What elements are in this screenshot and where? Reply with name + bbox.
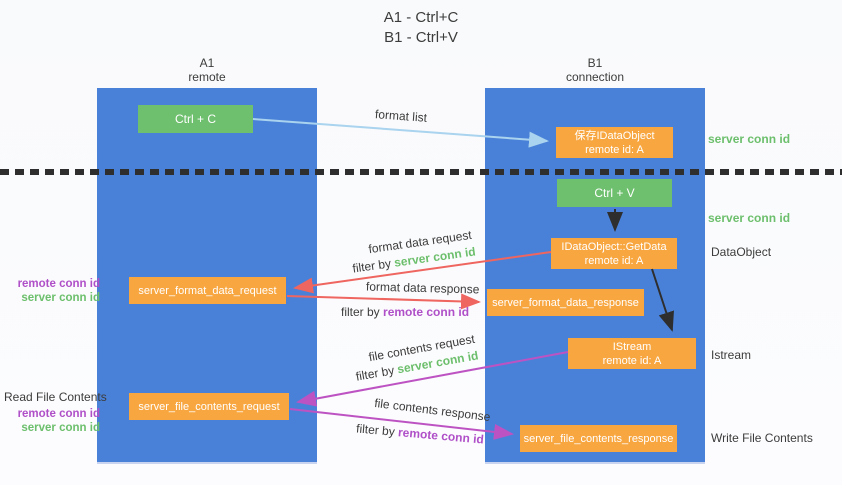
lane-header-a1: A1 remote	[97, 56, 317, 84]
dataobject-annotation: DataObject	[711, 245, 772, 259]
filter-by-text: filter by	[355, 421, 396, 439]
write-file-contents-annotation: Write File Contents	[711, 431, 813, 445]
getdata-line2: remote id: A	[584, 254, 644, 267]
title-line-2: B1 - Ctrl+V	[384, 29, 458, 46]
filter-by-text: filter by	[354, 363, 396, 384]
format-data-response-filter-label: filter by remote conn id	[341, 305, 469, 319]
server-format-data-response-box: server_format_data_response	[487, 289, 644, 316]
remote-conn-id-annotation: remote conn id	[17, 408, 100, 420]
ctrl-c-label: Ctrl + C	[174, 112, 216, 126]
save-dataobject-line1: 保存IDataObject	[574, 129, 655, 142]
server-file-contents-response-box: server_file_contents_response	[520, 425, 677, 452]
server-file-contents-request-label: server_file_contents_request	[138, 400, 280, 413]
title-line-1: A1 - Ctrl+C	[383, 9, 459, 26]
istream-annotation: Istream	[711, 348, 752, 362]
filter-by-text: filter by	[341, 305, 380, 319]
format-data-response-label: format data response	[365, 279, 480, 297]
remote-conn-id-annotation: remote conn id	[17, 278, 100, 290]
server-conn-id-annotation-mid: server conn id	[708, 211, 791, 225]
server-file-contents-response-label: server_file_contents_response	[523, 432, 674, 445]
lane-header-b1: B1 connection	[485, 56, 705, 84]
istream-line2: remote id: A	[602, 354, 662, 367]
phase-divider-dotted-line	[0, 169, 842, 175]
server-format-data-request-label: server_format_data_request	[138, 284, 277, 297]
read-file-contents-annotation: Read File Contents	[4, 390, 107, 404]
file-contents-response-label: file contents response	[373, 395, 492, 425]
format-conn-id-pair: remote conn id server conn id	[8, 277, 100, 305]
format-list-label: format list	[374, 107, 428, 125]
server-format-data-response-label: server_format_data_response	[492, 296, 639, 309]
file-contents-response-filter-label: filter by remote conn id	[356, 421, 485, 446]
ctrl-v-box: Ctrl + V	[557, 179, 672, 207]
lane-b1-type: connection	[565, 70, 625, 84]
lane-a1-name: A1	[199, 56, 215, 70]
ctrl-c-box: Ctrl + C	[138, 105, 253, 133]
server-conn-id-annotation-top: server conn id	[708, 132, 791, 146]
file-conn-id-pair: remote conn id server conn id	[8, 407, 100, 435]
remote-conn-id-text: remote conn id	[383, 305, 470, 319]
server-conn-id-annotation: server conn id	[21, 292, 100, 304]
lane-b1-name: B1	[587, 56, 603, 70]
lane-a1-type: remote	[188, 70, 226, 84]
ctrl-v-label: Ctrl + V	[594, 186, 635, 200]
server-file-contents-request-box: server_file_contents_request	[129, 393, 289, 420]
filter-by-text: filter by	[351, 256, 392, 276]
server-format-data-request-box: server_format_data_request	[129, 277, 286, 304]
save-dataobject-line2: remote id: A	[585, 143, 644, 156]
server-conn-id-annotation: server conn id	[21, 422, 100, 434]
remote-conn-id-text: remote conn id	[397, 425, 485, 447]
diagram-title: A1 - Ctrl+C B1 - Ctrl+V	[0, 8, 842, 48]
getdata-line1: IDataObject::GetData	[561, 240, 667, 253]
istream-line1: IStream	[612, 340, 652, 353]
istream-box: IStream remote id: A	[568, 338, 696, 369]
getdata-box: IDataObject::GetData remote id: A	[551, 238, 677, 269]
save-dataobject-box: 保存IDataObject remote id: A	[556, 127, 673, 158]
